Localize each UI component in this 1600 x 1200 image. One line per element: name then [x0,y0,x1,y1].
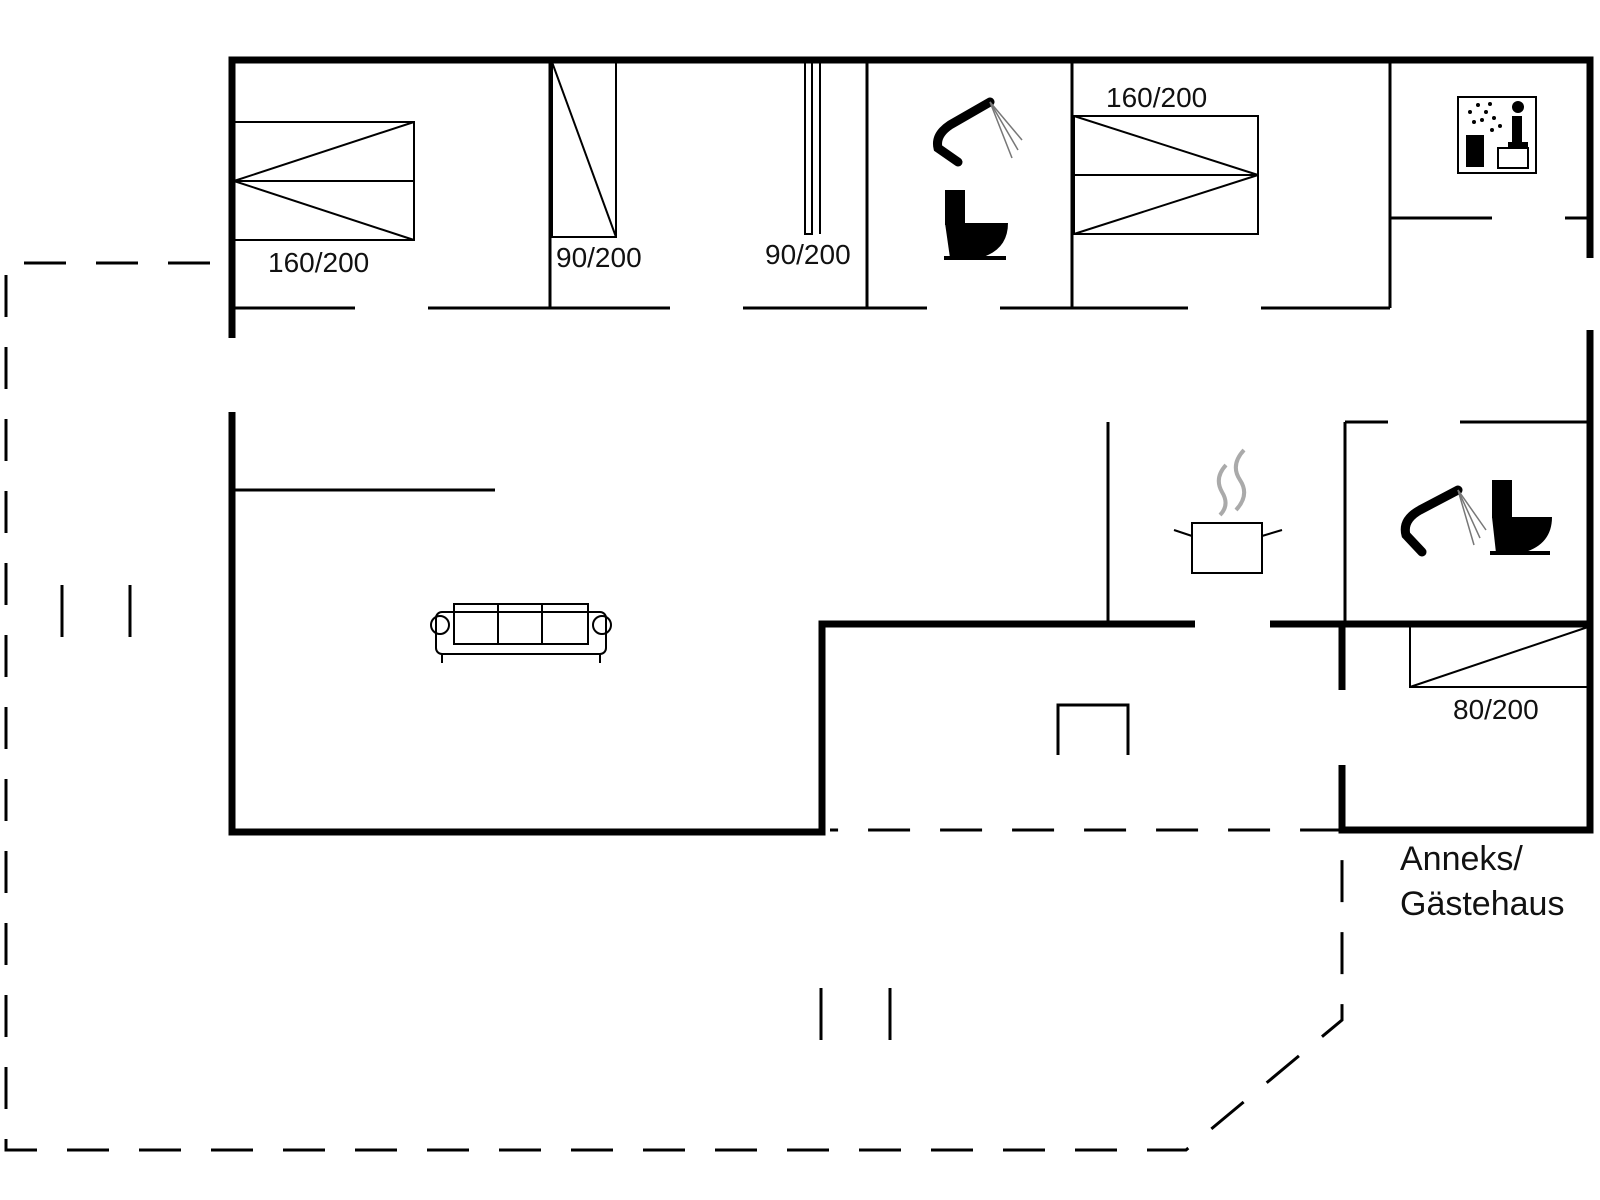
bed-single-2 [551,61,617,238]
toilet-icon-2 [1490,480,1552,555]
bed-size-label-4: 160/200 [1106,82,1207,113]
bed-double-1 [233,121,415,241]
toilet-icon [944,190,1008,260]
shower-icon-2 [1400,485,1487,557]
terrace-steps-bottom [819,988,892,1040]
bed-single-3 [804,61,821,235]
cooking-pot-icon [1173,448,1283,574]
bed-size-label-1: 160/200 [268,247,369,278]
terrace-outline [4,261,1344,1152]
exterior-walls [228,56,1594,836]
terrace-steps-left [60,585,132,637]
annex-label-line2: Gästehaus [1400,885,1564,923]
bed-single-5 [1409,626,1589,688]
shower-icon [933,97,1023,167]
annex-label-line1: Anneks/ [1400,840,1523,878]
sauna-icon [1457,96,1537,174]
interior-walls [232,60,1590,624]
bed-size-label-2: 90/200 [556,242,642,273]
bed-size-label-5: 80/200 [1453,694,1539,725]
fireplace-icon [1056,703,1130,755]
bed-size-label-3: 90/200 [765,239,851,270]
bed-double-4 [1073,115,1259,235]
sofa-icon [430,603,612,663]
